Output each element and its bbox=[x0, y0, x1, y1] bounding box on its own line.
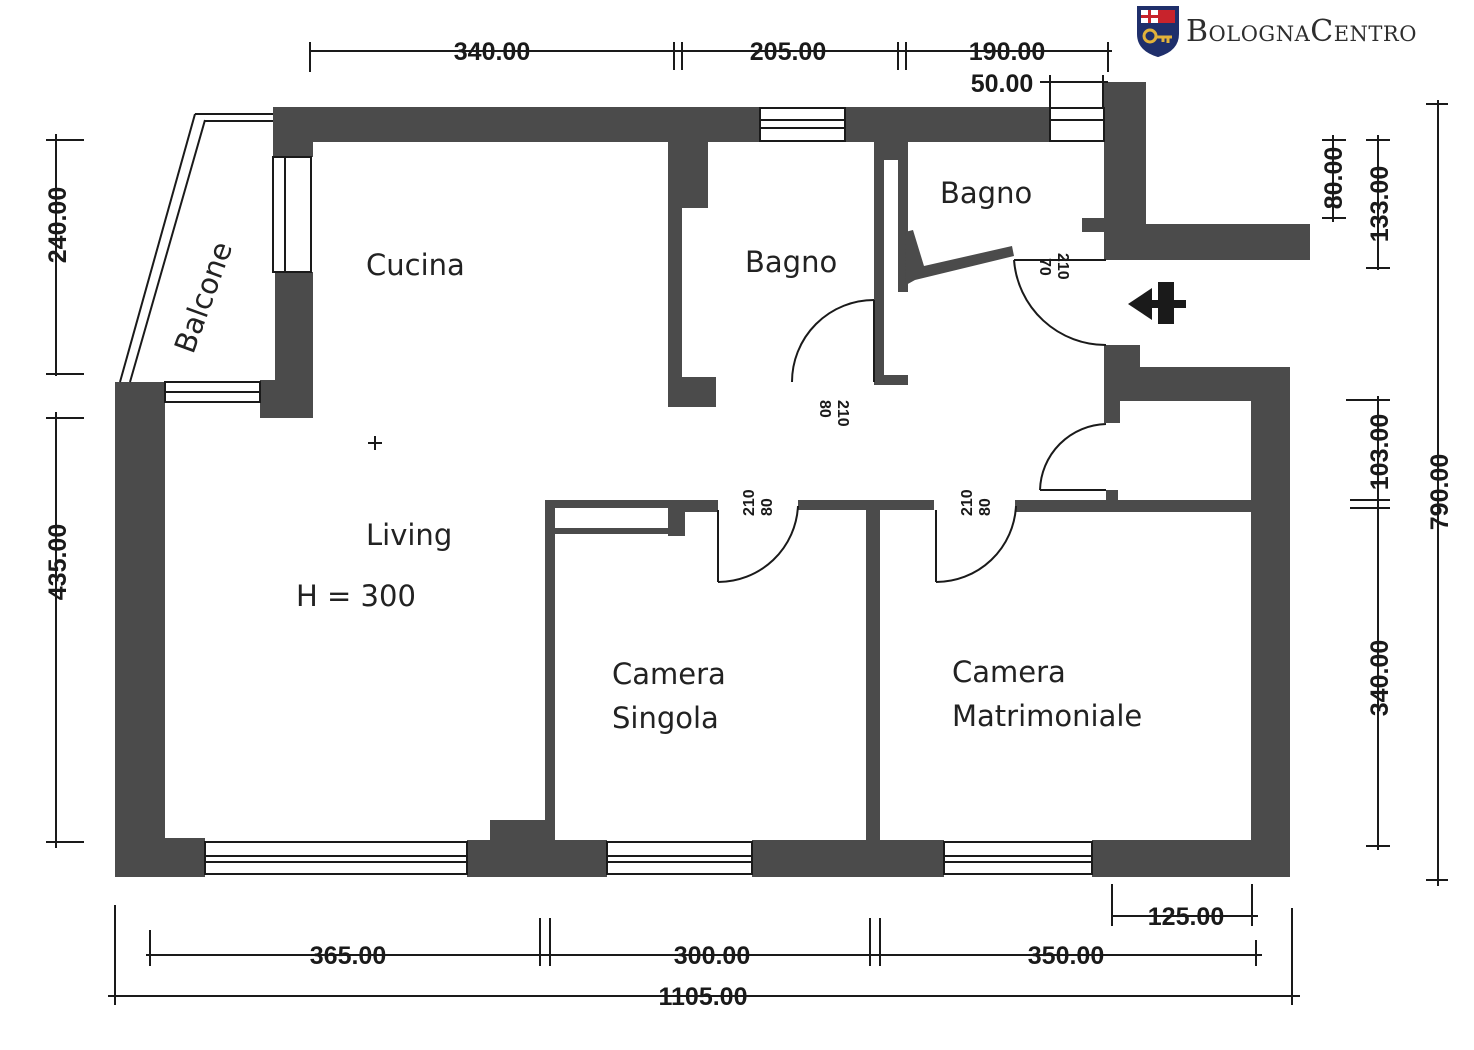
dim-right-3: 103.00 bbox=[1366, 414, 1394, 490]
windows bbox=[164, 107, 1105, 875]
dim-bottom-total: 1105.00 bbox=[659, 983, 748, 1011]
dim-top-3: 190.00 bbox=[969, 38, 1045, 66]
dim-right-4: 340.00 bbox=[1366, 640, 1394, 716]
center-marker bbox=[368, 436, 382, 450]
door-matrimoniale-height: 210 bbox=[959, 489, 976, 516]
door-bagno1-height: 210 bbox=[834, 400, 851, 427]
dimension-labels: 340.00 205.00 190.00 50.00 240.00 435.00… bbox=[44, 38, 1454, 1011]
door-bagno1-width: 80 bbox=[816, 400, 833, 418]
dim-right-1: 80.00 bbox=[1320, 147, 1348, 210]
door-bagno2-width: 70 bbox=[1036, 258, 1053, 276]
brand-name: BolognaCentro bbox=[1186, 13, 1417, 49]
room-living: Living bbox=[366, 518, 452, 552]
door-singola-height: 210 bbox=[741, 489, 758, 516]
dim-bottom-window: 125.00 bbox=[1148, 903, 1224, 931]
shield-key-icon bbox=[1137, 6, 1179, 58]
room-camera-matrimoniale-line2: Matrimoniale bbox=[952, 699, 1142, 733]
entrance-arrow-icon bbox=[1128, 282, 1186, 324]
room-labels: Cucina Living H = 300 Balcone Bagno Bagn… bbox=[168, 176, 1143, 735]
dim-bottom-2: 300.00 bbox=[674, 942, 750, 970]
room-bagno-2: Bagno bbox=[940, 176, 1032, 210]
balcony-railing bbox=[119, 113, 273, 383]
dim-top-1: 340.00 bbox=[454, 38, 530, 66]
dim-left-1: 240.00 bbox=[44, 187, 72, 263]
dim-bottom-1: 365.00 bbox=[310, 942, 386, 970]
room-camera-singola-line2: Singola bbox=[612, 701, 719, 735]
room-bagno-1: Bagno bbox=[745, 245, 837, 279]
brand-logo: BolognaCentro bbox=[1136, 2, 1417, 60]
dim-left-2: 435.00 bbox=[44, 524, 72, 600]
dim-bottom-3: 350.00 bbox=[1028, 942, 1104, 970]
room-balcone: Balcone bbox=[168, 237, 240, 357]
room-camera-matrimoniale-line1: Camera bbox=[952, 655, 1066, 689]
dim-top-2: 205.00 bbox=[750, 38, 826, 66]
door-singola-width: 80 bbox=[759, 498, 776, 516]
room-camera-singola-line1: Camera bbox=[612, 657, 726, 691]
room-height: H = 300 bbox=[296, 579, 416, 613]
door-labels: 210 80 210 70 210 80 210 80 bbox=[741, 253, 1071, 516]
doors bbox=[717, 259, 1107, 584]
dim-right-total: 790.00 bbox=[1426, 454, 1454, 530]
door-matrimoniale-width: 80 bbox=[977, 498, 994, 516]
door-bagno2-height: 210 bbox=[1054, 253, 1071, 280]
dimension-lines bbox=[46, 42, 1448, 1005]
walls bbox=[115, 82, 1310, 877]
dim-top-4: 50.00 bbox=[971, 70, 1034, 98]
dim-right-2: 133.00 bbox=[1366, 166, 1394, 242]
room-cucina: Cucina bbox=[366, 248, 465, 282]
